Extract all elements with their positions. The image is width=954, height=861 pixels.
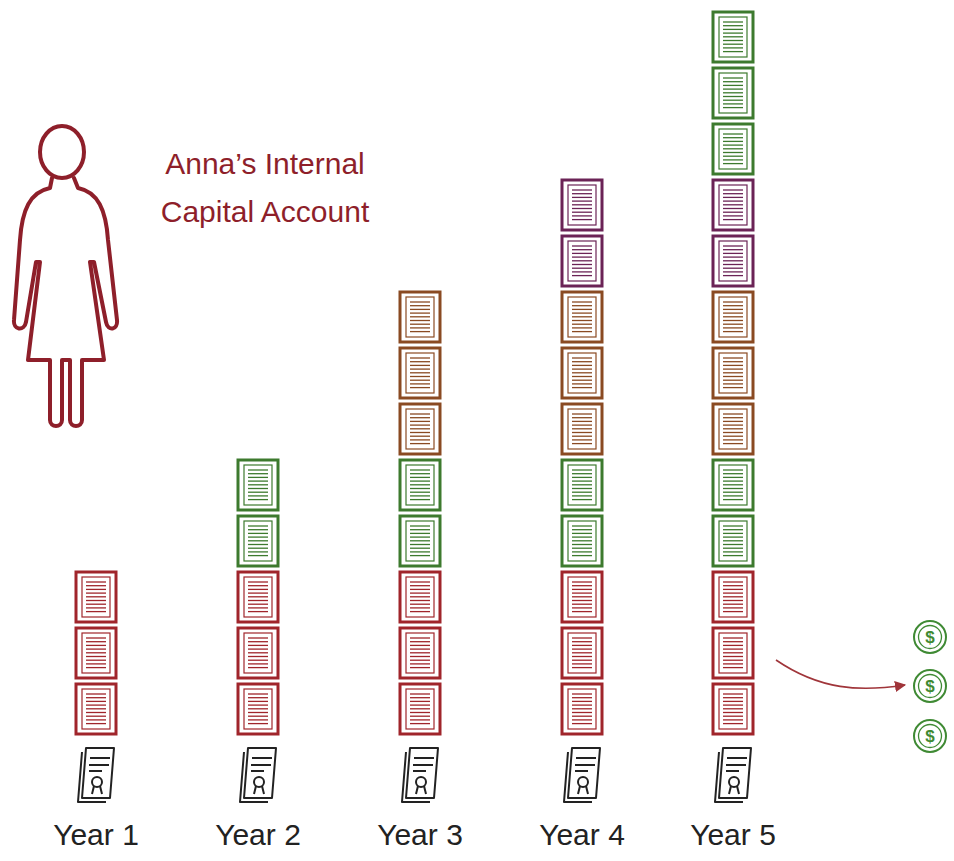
share-block — [238, 628, 278, 678]
share-block — [713, 292, 753, 342]
share-block — [713, 180, 753, 230]
share-block — [400, 516, 440, 566]
share-block — [76, 684, 116, 734]
payout-arrow — [776, 660, 905, 688]
share-block — [713, 348, 753, 398]
woman-figure — [14, 126, 117, 426]
share-block — [713, 12, 753, 62]
share-block — [713, 404, 753, 454]
dollar-sign: $ — [925, 629, 934, 646]
certificate-icon — [78, 748, 114, 802]
share-block — [238, 460, 278, 510]
year-label: Year 1 — [53, 818, 139, 852]
dollar-sign: $ — [925, 678, 934, 695]
certificate-icon — [715, 748, 751, 802]
share-block — [238, 516, 278, 566]
certificate-icon — [402, 748, 438, 802]
year-label: Year 5 — [690, 818, 776, 852]
share-block — [562, 460, 602, 510]
share-block — [562, 516, 602, 566]
share-block — [562, 572, 602, 622]
year-label: Year 4 — [539, 818, 625, 852]
share-block — [713, 236, 753, 286]
share-block — [713, 516, 753, 566]
coin-icon — [914, 621, 946, 653]
share-block — [562, 180, 602, 230]
share-block — [713, 460, 753, 510]
share-block — [400, 348, 440, 398]
share-block — [713, 572, 753, 622]
year-label: Year 2 — [215, 818, 301, 852]
share-block — [562, 292, 602, 342]
account-title: Anna’s Internal Capital Account — [140, 140, 390, 236]
share-block — [238, 572, 278, 622]
share-block — [400, 684, 440, 734]
share-block — [400, 572, 440, 622]
coin-icon — [914, 720, 946, 752]
share-block — [76, 628, 116, 678]
share-block — [713, 628, 753, 678]
share-block — [400, 628, 440, 678]
share-block — [562, 684, 602, 734]
share-block — [562, 236, 602, 286]
share-block — [713, 124, 753, 174]
certificate-icon — [564, 748, 600, 802]
share-block — [76, 572, 116, 622]
share-block — [400, 404, 440, 454]
year-label: Year 3 — [377, 818, 463, 852]
share-block — [562, 628, 602, 678]
certificate-icon — [240, 748, 276, 802]
share-block — [713, 68, 753, 118]
share-block — [400, 460, 440, 510]
share-block — [238, 684, 278, 734]
share-block — [713, 684, 753, 734]
dollar-sign: $ — [925, 728, 934, 745]
share-block — [562, 348, 602, 398]
share-block — [562, 404, 602, 454]
coin-icon — [914, 670, 946, 702]
share-block — [400, 292, 440, 342]
